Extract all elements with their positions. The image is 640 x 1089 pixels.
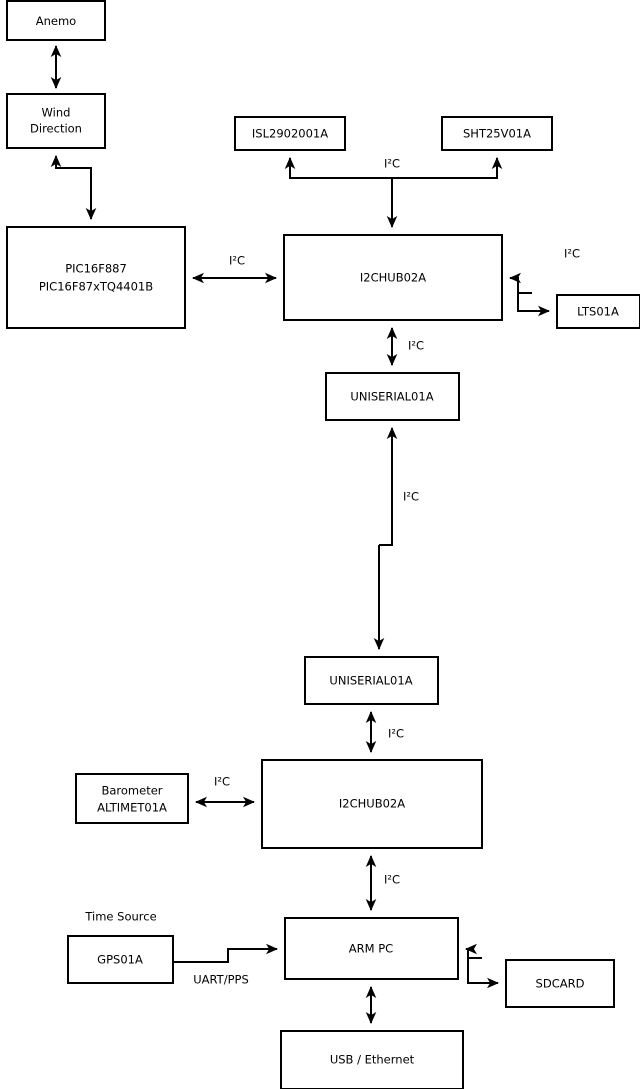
node-lts01a[interactable]: LTS01A	[556, 294, 640, 329]
node-sdcard[interactable]: SDCARD	[505, 959, 615, 1008]
node-uniserial01a-lower[interactable]: UNISERIAL01A	[304, 656, 439, 705]
edge-label-i2c-hub-armpc: I²C	[384, 873, 400, 887]
node-pic-mcu-label-line1: PIC16F887	[65, 262, 127, 276]
edge-label-i2c-barometer: I²C	[214, 775, 230, 789]
node-isl2902001a-label: ISL2902001A	[252, 127, 328, 141]
node-wind-direction-label-line2: Direction	[30, 122, 82, 136]
node-uniserial01a-lower-label: UNISERIAL01A	[329, 674, 412, 688]
node-sht25v01a-label: SHT25V01A	[463, 127, 531, 141]
node-wind-direction-label-line1: Wind	[42, 106, 71, 120]
connector-lts-hubtop	[509, 272, 532, 294]
node-i2chub02a-top-label: I2CHUB02A	[360, 271, 426, 285]
connector-hubtop-sht	[392, 157, 503, 179]
connector-pic-wind	[50, 155, 92, 182]
node-arm-pc[interactable]: ARM PC	[284, 917, 459, 980]
node-uniserial01a-upper-label: UNISERIAL01A	[350, 390, 433, 404]
node-wind-direction[interactable]: Wind Direction	[6, 93, 106, 149]
connector-hubtop-lts	[517, 293, 550, 317]
node-layer: Anemo Wind Direction PIC16F887 PIC16F87x…	[6, 0, 640, 1089]
edge-label-i2c-uniserial-link: I²C	[403, 490, 419, 504]
node-usb-ethernet-label: USB / Ethernet	[330, 1053, 415, 1067]
node-sht25v01a[interactable]: SHT25V01A	[441, 116, 553, 151]
node-i2chub02a-bottom-label: I2CHUB02A	[339, 797, 405, 811]
edge-label-i2c-uniserial2-hub: I²C	[388, 727, 404, 741]
node-lts01a-label: LTS01A	[577, 305, 619, 319]
node-anemo-label: Anemo	[36, 14, 76, 28]
node-pic-mcu-label-line2: PIC16F87xTQ4401B	[39, 280, 153, 294]
label-time-source: Time Source	[84, 910, 156, 924]
node-arm-pc-label: ARM PC	[349, 942, 393, 956]
node-pic-mcu[interactable]: PIC16F887 PIC16F87xTQ4401B	[6, 226, 186, 329]
edge-label-i2c-lts: I²C	[564, 247, 580, 261]
node-barometer-label-line1: Barometer	[101, 784, 162, 798]
edge-label-i2c-hub-uniserial1: I²C	[408, 339, 424, 353]
node-i2chub02a-top[interactable]: I2CHUB02A	[283, 234, 503, 321]
connector-gps-armpc	[173, 943, 278, 963]
edge-label-uart-pps: UART/PPS	[193, 973, 249, 987]
node-barometer-altimet01a[interactable]: Barometer ALTIMET01A	[75, 773, 189, 824]
node-uniserial01a-upper[interactable]: UNISERIAL01A	[325, 372, 460, 421]
connector-uniserial1-up	[379, 427, 398, 546]
connector-hubtop-isl	[284, 157, 392, 179]
node-isl2902001a[interactable]: ISL2902001A	[234, 116, 346, 151]
node-barometer-label-line2: ALTIMET01A	[97, 801, 167, 815]
connector-sdcard-armpc	[465, 943, 482, 959]
free-label-layer: Time Source	[84, 910, 156, 924]
node-usb-ethernet[interactable]: USB / Ethernet	[280, 1030, 464, 1089]
edge-label-i2c-pic-hub: I²C	[229, 254, 245, 268]
connector-armpc-sdcard	[467, 958, 499, 989]
edge-label-i2c-sensors: I²C	[384, 157, 400, 171]
node-gps01a[interactable]: GPS01A	[67, 935, 174, 984]
edge-label-layer: I²C I²C I²C I²C I²C I²C I²C I²C UART/PPS	[193, 157, 580, 987]
node-gps01a-label: GPS01A	[97, 953, 143, 967]
connector-layer	[50, 45, 550, 1024]
node-sdcard-label: SDCARD	[536, 977, 585, 991]
node-anemo[interactable]: Anemo	[6, 0, 106, 41]
node-i2chub02a-bottom[interactable]: I2CHUB02A	[261, 759, 483, 849]
